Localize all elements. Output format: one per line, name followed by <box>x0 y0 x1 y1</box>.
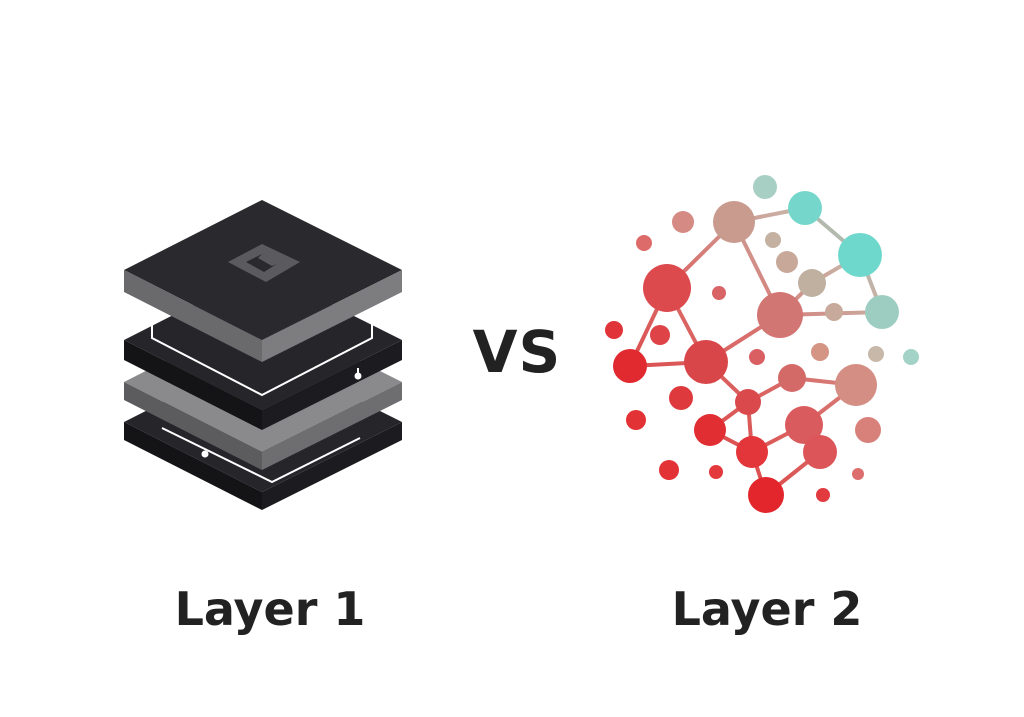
vs-text: VS <box>472 318 562 386</box>
stacked-layers-icon <box>124 200 402 510</box>
layer-2-label: Layer 2 <box>671 582 863 636</box>
network-nodes-icon <box>605 175 919 513</box>
layer-1-label: Layer 1 <box>174 582 366 636</box>
network-nodes <box>605 175 919 513</box>
layer-slab-1 <box>124 200 402 362</box>
